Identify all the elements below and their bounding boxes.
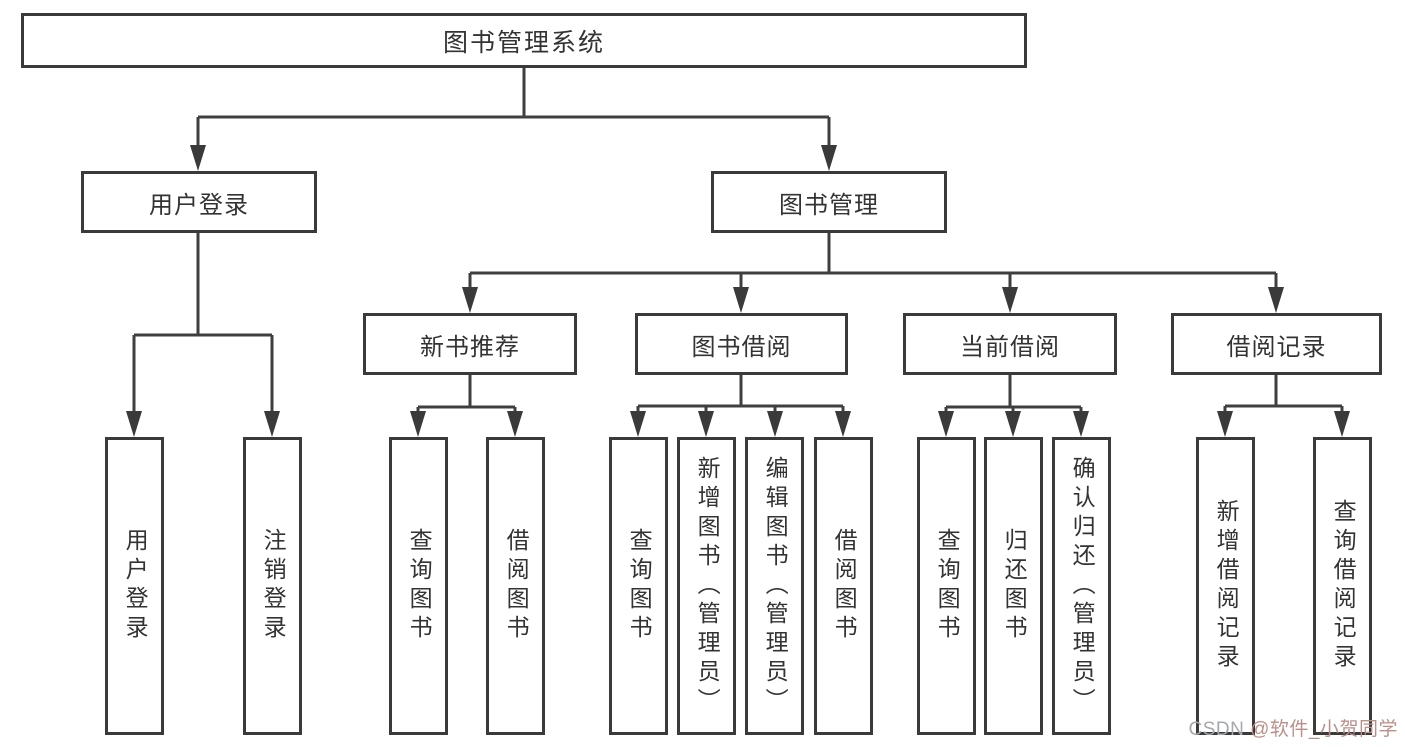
- node-label: 用户登录: [149, 191, 249, 219]
- leaf-label: 编辑图书（管理员）: [762, 455, 789, 717]
- arrow-down-icons: [126, 145, 1350, 437]
- node-book-management: 图书管理: [711, 171, 947, 233]
- node-borrow-records: 借阅记录: [1171, 313, 1382, 375]
- leaf-recommend-query-books: 查询图书: [389, 437, 448, 735]
- leaf-label: 新增借阅记录: [1213, 499, 1240, 673]
- leaf-label: 借阅图书: [503, 528, 530, 644]
- node-label: 新书推荐: [420, 333, 520, 361]
- leaf-label: 查询图书: [934, 528, 961, 644]
- leaf-borrow-query-books: 查询图书: [609, 437, 668, 735]
- leaf-current-confirm-return-admin: 确认归还（管理员）: [1052, 437, 1111, 735]
- csdn-watermark: CSDN @软件_小贺同学: [1189, 714, 1398, 741]
- node-label: 当前借阅: [960, 333, 1060, 361]
- watermark-brand: CSDN: [1188, 719, 1251, 740]
- leaf-borrow-edit-books-admin: 编辑图书（管理员）: [745, 437, 804, 735]
- leaf-label: 归还图书: [1001, 528, 1028, 644]
- leaf-recommend-borrow-books: 借阅图书: [486, 437, 545, 735]
- node-user-login-module: 用户登录: [81, 171, 317, 233]
- leaf-label: 查询图书: [406, 528, 433, 644]
- leaf-label: 查询图书: [626, 528, 653, 644]
- leaf-label: 新增图书（管理员）: [694, 455, 721, 717]
- tree-connectors: [132, 66, 1344, 415]
- leaf-label: 查询借阅记录: [1330, 499, 1357, 673]
- leaf-borrow-borrow-books: 借阅图书: [814, 437, 873, 735]
- node-label: 图书借阅: [691, 333, 792, 361]
- leaf-records-query-record: 查询借阅记录: [1313, 437, 1372, 735]
- leaf-label: 确认归还（管理员）: [1069, 455, 1096, 717]
- node-library-system: 图书管理系统: [21, 13, 1027, 68]
- node-book-borrow: 图书借阅: [635, 313, 848, 375]
- watermark-author: @软件_小贺同学: [1250, 719, 1398, 740]
- leaf-label: 注销登录: [260, 528, 287, 644]
- leaf-current-return-books: 归还图书: [984, 437, 1043, 735]
- leaf-current-query-books: 查询图书: [917, 437, 976, 735]
- node-new-book-recommend: 新书推荐: [363, 313, 577, 375]
- node-label: 图书管理系统: [442, 28, 605, 57]
- leaf-label: 借阅图书: [831, 528, 858, 644]
- node-current-borrow: 当前借阅: [903, 313, 1117, 375]
- leaf-logout: 注销登录: [243, 437, 302, 735]
- node-label: 图书管理: [779, 191, 879, 219]
- leaf-label: 用户登录: [122, 528, 149, 644]
- node-label: 借阅记录: [1226, 333, 1327, 361]
- leaf-borrow-add-books-admin: 新增图书（管理员）: [677, 437, 736, 735]
- leaf-user-login: 用户登录: [105, 437, 164, 735]
- leaf-records-add-record: 新增借阅记录: [1196, 437, 1255, 735]
